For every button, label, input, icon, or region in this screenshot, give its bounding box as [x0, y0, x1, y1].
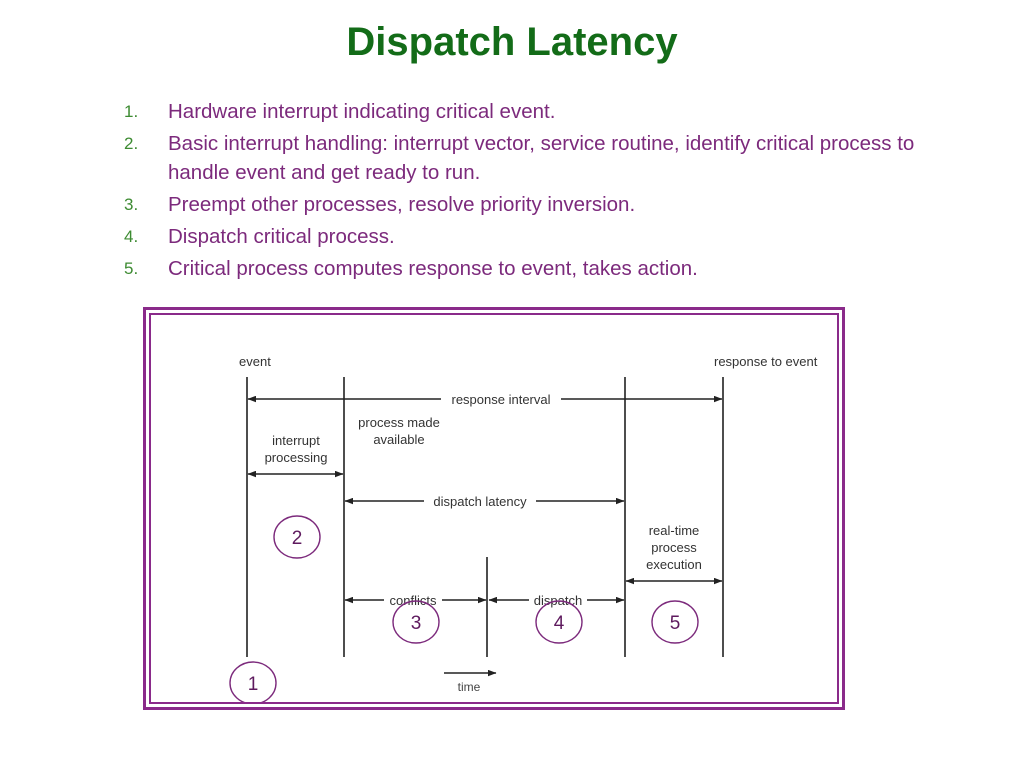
process-made-available-label-line1: process made: [358, 415, 440, 430]
marker-5: 5: [651, 600, 699, 644]
real-time-label-line3: execution: [646, 557, 702, 572]
marker-4: 4: [535, 600, 583, 644]
list-item: 4. Dispatch critical process.: [120, 222, 920, 251]
marker-3-label: 3: [411, 613, 422, 634]
list-item: 2. Basic interrupt handling: interrupt v…: [120, 129, 920, 187]
list-item-label: Basic interrupt handling: interrupt vect…: [168, 132, 915, 184]
list-item-label: Preempt other processes, resolve priorit…: [168, 193, 636, 216]
interrupt-processing-label-line2: processing: [265, 450, 328, 465]
marker-2: 2: [273, 515, 321, 559]
list-item-number: 5.: [124, 259, 139, 278]
dispatch-latency-diagram: response interval event response to even…: [229, 354, 818, 702]
list-item: 3. Preempt other processes, resolve prio…: [120, 190, 920, 219]
diagram-frame-inner: response interval event response to even…: [149, 313, 839, 704]
diagram-frame: response interval event response to even…: [143, 307, 845, 710]
list-item-number: 4.: [124, 227, 139, 246]
timeline-rules: [246, 377, 724, 657]
process-made-available-label-line2: available: [373, 432, 424, 447]
real-time-label-line1: real-time: [649, 523, 700, 538]
time-label: time: [458, 680, 481, 694]
marker-4-label: 4: [554, 613, 565, 634]
response-interval-label-bg: [441, 391, 561, 408]
marker-1-circle: [229, 661, 277, 702]
list-item-label: Hardware interrupt indicating critical e…: [168, 100, 556, 123]
response-interval-label: response interval: [452, 392, 551, 407]
list-item: 5. Critical process computes response to…: [120, 254, 920, 283]
marker-1-label: 1: [248, 674, 259, 695]
real-time-label-line2: process: [651, 540, 697, 555]
marker-5-circle: [651, 600, 699, 644]
list-item-label: Dispatch critical process.: [168, 225, 395, 248]
marker-1: 1: [229, 661, 277, 702]
list-item-number: 1.: [124, 102, 139, 121]
response-to-event-label: response to event: [714, 354, 818, 369]
marker-3-circle: [392, 600, 440, 644]
marker-5-label: 5: [670, 613, 681, 634]
list-item: 1. Hardware interrupt indicating critica…: [120, 97, 920, 126]
numbered-list: 1. Hardware interrupt indicating critica…: [120, 97, 920, 286]
step-markers: 1 2 3 4 5: [229, 515, 699, 702]
marker-3: 3: [392, 600, 440, 644]
marker-2-label: 2: [292, 528, 303, 549]
dispatch-latency-label: dispatch latency: [433, 494, 527, 509]
dispatch-latency-label-bg: [424, 493, 536, 510]
list-item-number: 2.: [124, 134, 139, 153]
list-item-label: Critical process computes response to ev…: [168, 257, 698, 280]
event-label: event: [239, 354, 271, 369]
marker-2-circle: [273, 515, 321, 559]
page-title: Dispatch Latency: [346, 20, 678, 64]
interrupt-processing-label-line1: interrupt: [272, 433, 320, 448]
marker-4-circle: [535, 600, 583, 644]
list-item-number: 3.: [124, 195, 139, 214]
